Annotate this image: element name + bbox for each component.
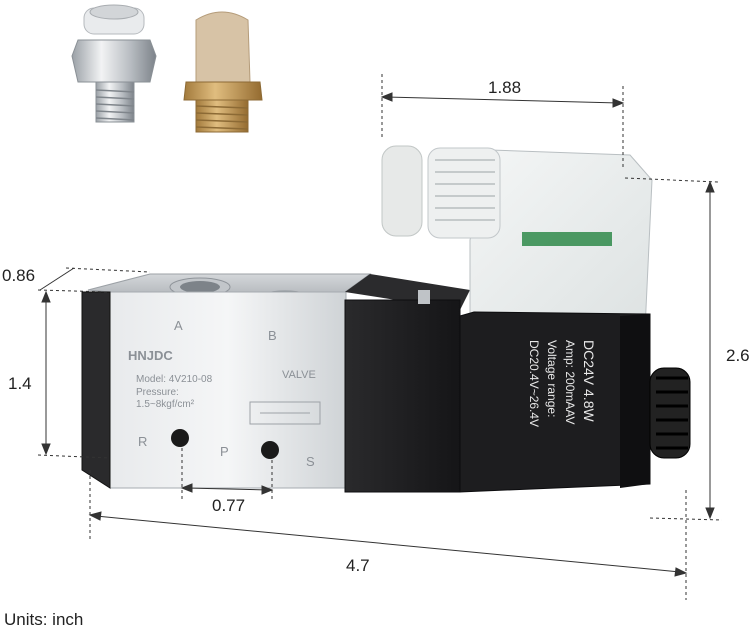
body-markings: A B HNJDC VALVE Model: 4V210-08 Pressure…: [128, 318, 316, 469]
brass-silencer: [183, 11, 263, 133]
dim-overall-length: 4.7: [346, 556, 370, 575]
dim-overall-height: 2.6: [726, 346, 750, 365]
coil-markings: DC24V 4.8W Amp: 200mAAV Voltage range: D…: [527, 340, 597, 427]
units-caption: Units: inch: [4, 610, 84, 629]
dim-port-spacing: 0.77: [212, 496, 246, 515]
coil-voltage-label: Voltage range:: [545, 340, 559, 417]
pressure-range-label: 1.5~8kgf/cm²: [136, 399, 195, 410]
coil: DC24V 4.8W Amp: 200mAAV Voltage range: D…: [459, 311, 691, 493]
coil-voltage-range: DC20.4V~26.4V: [527, 340, 541, 427]
solenoid-housing: [381, 145, 653, 331]
dim-depth: 0.86: [2, 266, 36, 285]
coil-amp: Amp: 200mAAV: [563, 340, 577, 424]
model-label: Model: 4V210-08: [136, 374, 213, 385]
port-p-label: P: [220, 444, 229, 459]
coil-rating: DC24V 4.8W: [581, 340, 597, 422]
valve-label: VALVE: [282, 369, 316, 381]
port-r-label: R: [138, 434, 147, 449]
end-block: [344, 274, 470, 493]
dim-top-width: 1.88: [488, 78, 522, 97]
port-b-label: B: [268, 328, 277, 343]
port-a-label: A: [174, 318, 183, 333]
port-s-label: S: [306, 454, 315, 469]
valve-body: [81, 273, 372, 489]
dimension-lines: [37, 74, 723, 600]
pressure-label: Pressure:: [136, 387, 179, 398]
push-fitting: [71, 4, 157, 123]
brand-label: HNJDC: [128, 348, 173, 363]
dim-body-height: 1.4: [8, 374, 32, 393]
